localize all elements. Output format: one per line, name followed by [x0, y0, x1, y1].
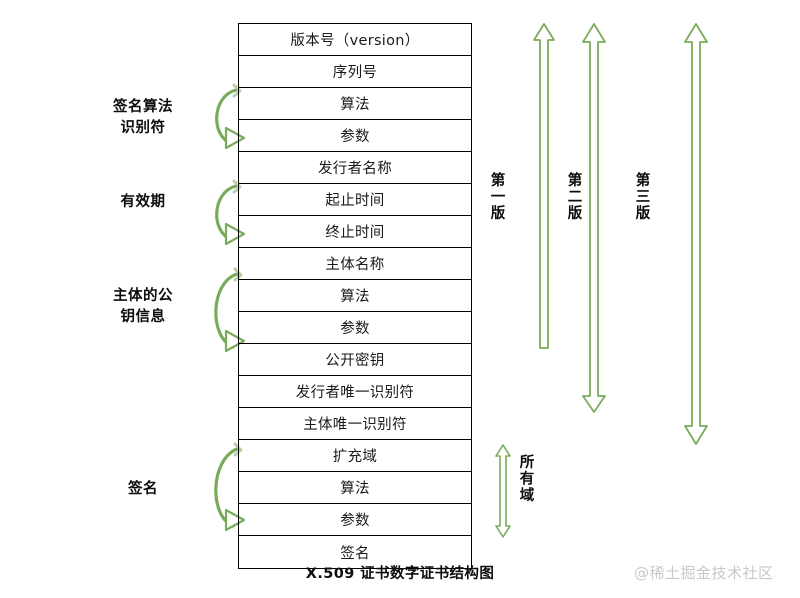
group-label-signature-algorithm: 签名算法 识别符	[88, 97, 198, 139]
version-span-arrow-3	[684, 23, 708, 445]
table-row: 版本号（version）	[239, 24, 471, 56]
curved-brace-icon-signature-algorithm	[215, 83, 246, 150]
group-label-line-1: 有效期	[120, 194, 166, 210]
table-row: 签名	[340, 545, 370, 562]
scope-label: 所有域	[517, 454, 534, 504]
version-span-arrow-2	[582, 23, 606, 413]
group-label-line-1: 主体的公	[113, 288, 173, 304]
table-row: 发行者名称	[239, 152, 471, 184]
table-row: 扩充域	[239, 440, 471, 472]
table-row: 参数	[239, 120, 471, 152]
group-label-signature: 签名	[88, 479, 198, 500]
scope-span-arrow	[495, 444, 511, 538]
table-row: 算法	[239, 280, 471, 312]
version-span-arrow-1	[533, 23, 555, 349]
group-label-line-2: 钥信息	[120, 309, 166, 326]
table-row: 参数	[239, 504, 471, 536]
group-label-line-1: 签名	[128, 481, 158, 497]
table-row: 参数	[239, 312, 471, 344]
page-title: X.509 证书数字证书结构图	[305, 566, 495, 582]
group-label-line-2: 识别符	[120, 120, 166, 137]
table-row: 发行者唯一识别符	[239, 376, 471, 408]
version-label-1: 第一版	[488, 172, 505, 222]
table-row: 序列号	[239, 56, 471, 88]
table-row: 算法	[239, 472, 471, 504]
table-row: 终止时间	[239, 216, 471, 248]
watermark: @稀土掘金技术社区	[634, 564, 774, 582]
certificate-field-table: 版本号（version） 序列号 算法 参数 发行者名称 起止时间 终止时间 主…	[238, 23, 472, 569]
table-row: 公开密钥	[239, 344, 471, 376]
curved-brace-icon-validity	[215, 179, 246, 246]
curved-brace-icon-signature	[214, 442, 246, 532]
curved-brace-icon-subject-public-key	[214, 267, 246, 353]
table-row: 主体唯一识别符	[239, 408, 471, 440]
group-label-validity: 有效期	[88, 192, 198, 213]
table-row: 主体名称	[239, 248, 471, 280]
group-label-line-1: 签名算法	[113, 99, 173, 115]
version-label-2: 第二版	[565, 172, 582, 222]
table-row: 算法	[239, 88, 471, 120]
group-label-subject-public-key: 主体的公 钥信息	[88, 286, 198, 328]
version-label-3: 第三版	[633, 172, 650, 222]
table-row: 起止时间	[239, 184, 471, 216]
